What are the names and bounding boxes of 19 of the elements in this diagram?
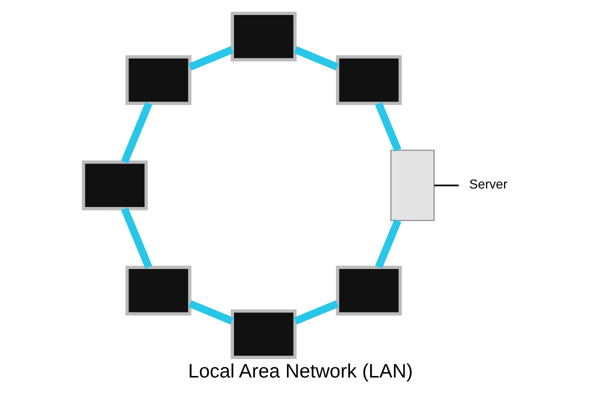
node-box [230,308,296,359]
connector [120,101,152,163]
connector [293,46,338,70]
connector [374,218,401,268]
diagram-title: Local Area Network (LAN) [188,360,412,382]
node-box [335,54,402,104]
connector [434,184,458,186]
node-box [81,160,148,210]
connector [188,300,234,324]
node-text: Server [468,176,507,192]
node-box [124,54,191,104]
node-box [230,11,296,61]
connector [374,102,401,152]
connector [293,300,338,324]
node-box [335,265,402,315]
connector [188,46,234,70]
node-box [124,265,191,315]
connector [120,206,152,268]
node-box [390,149,434,221]
